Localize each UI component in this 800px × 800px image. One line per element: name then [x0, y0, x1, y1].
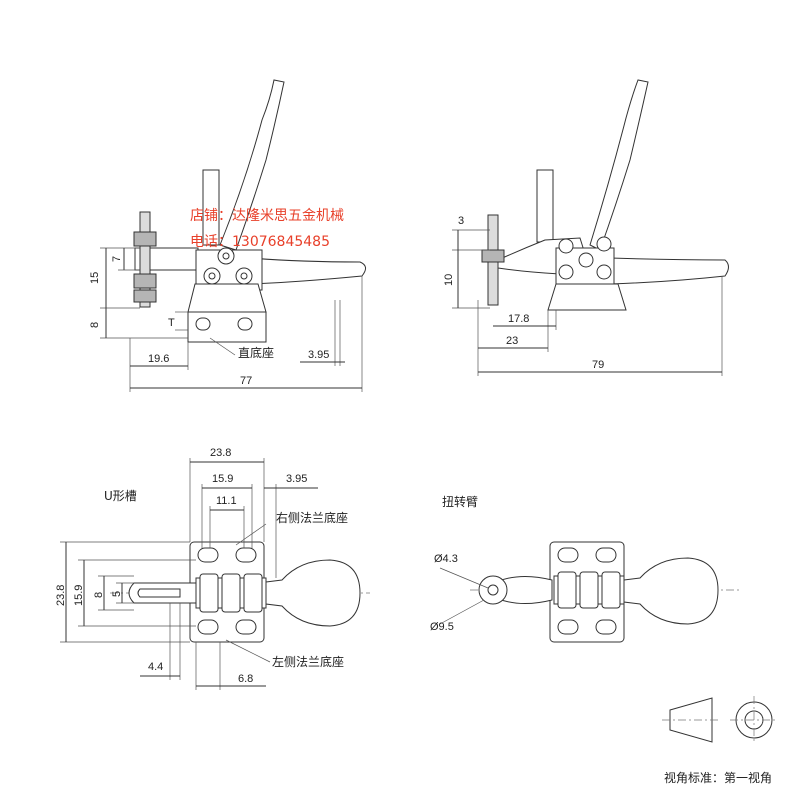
dim-6-8: 6.8 [238, 673, 253, 685]
dim-11-1: 11.1 [216, 495, 237, 507]
dim-10: 10 [443, 274, 455, 286]
twist-arm [495, 576, 553, 604]
dim-23-8-top: 23.8 [210, 447, 231, 459]
side-view-open: 3 10 17.8 23 79 [443, 79, 729, 376]
flange-hole-2 [235, 547, 257, 563]
dim-3: 3 [458, 215, 464, 227]
pivot-3-pin [240, 272, 248, 280]
dim-23: 23 [506, 335, 518, 347]
base-hole-1 [195, 317, 211, 331]
pivot-block-2 [221, 573, 241, 613]
dim-3-95: 3.95 [308, 349, 329, 361]
twist-hole-3 [557, 619, 579, 635]
label-straight-base: 直底座 [238, 345, 274, 360]
open-pivot-4 [596, 236, 612, 252]
base-hole-2 [237, 317, 253, 331]
flange-hole-4 [235, 619, 257, 635]
dim-8: 8 [89, 322, 101, 328]
dim-15-9-top: 15.9 [212, 473, 233, 485]
dim-77: 77 [240, 375, 252, 387]
dim-79: 79 [592, 359, 604, 371]
spindle-bolt [139, 211, 151, 308]
open-spindle-nut [481, 249, 505, 263]
u-slot [137, 588, 181, 598]
title-u-slot: U形槽 [104, 489, 137, 503]
twist-hole-1 [557, 547, 579, 563]
base-block [187, 283, 267, 313]
u-arm [128, 582, 197, 604]
side-view-closed: 7 15 8 T 19.6 3.95 77 直底座 [89, 79, 366, 392]
open-base-block [547, 283, 627, 311]
dim-7: 7 [111, 256, 123, 262]
dim-15: 15 [89, 272, 101, 284]
dim-19-6: 19.6 [148, 353, 169, 365]
dim-17-8: 17.8 [508, 313, 529, 325]
spindle-nut-bottom [133, 273, 157, 289]
twist-hole-2 [595, 547, 617, 563]
pivot-2-pin [222, 252, 230, 260]
open-handle-grip [609, 257, 729, 285]
open-pivot-1 [558, 238, 574, 254]
label-right-flange: 右侧法兰底座 [276, 510, 348, 525]
twist-pivot-2 [579, 571, 599, 609]
watermark: 店铺：达隆米思五金机械 电话：13076845485 [190, 208, 344, 250]
dim-d9-5: Ø9.5 [430, 621, 454, 633]
title-twist-arm: 扭转臂 [442, 494, 478, 509]
open-pivot-3 [578, 252, 594, 268]
twist-handle-grip [623, 557, 719, 625]
twist-eye-hole [487, 584, 499, 596]
dim-d4-3: Ø4.3 [434, 553, 458, 565]
pivot-1-pin [208, 272, 216, 280]
top-handle-grip [265, 559, 361, 627]
dim-T: T [168, 317, 175, 329]
handle-grip [249, 257, 366, 285]
clamp-bar [202, 169, 220, 246]
open-pivot-5 [596, 264, 612, 280]
projection-label: 视角标准：第一视角 [664, 770, 772, 785]
open-pivot-2 [558, 264, 574, 280]
label-left-flange: 左侧法兰底座 [272, 654, 344, 669]
dim-3-95-top: 3.95 [286, 473, 307, 485]
dim-4-4: 4.4 [148, 661, 163, 673]
twist-pivot-1 [557, 571, 577, 609]
handle-lever [219, 79, 285, 251]
dim-8-slot: 8 [93, 592, 105, 598]
pivot-block-3 [243, 573, 263, 613]
spindle-pad [133, 289, 157, 303]
twist-pivot-3 [601, 571, 621, 609]
open-handle-lever [589, 79, 649, 251]
projection-symbol: 视角标准：第一视角 [662, 696, 778, 785]
pivot-block-1 [199, 573, 219, 613]
top-view-u-slot: U形槽 23.8 15.9 11.1 3.95 右侧法兰底座 [55, 447, 370, 690]
twist-hole-4 [595, 619, 617, 635]
flange-hole-3 [197, 619, 219, 635]
watermark-phone: 电话：13076845485 [190, 234, 330, 250]
flange-hole-1 [197, 547, 219, 563]
dim-23-8-left: 23.8 [55, 585, 67, 606]
spindle-nut-top [133, 231, 157, 247]
dim-15-9-left: 15.9 [73, 585, 85, 606]
open-clamp-bar [536, 169, 554, 243]
watermark-shop: 店铺：达隆米思五金机械 [190, 208, 344, 224]
dim-5-slot: 5 [111, 591, 123, 597]
twist-arm-view: 扭转臂 Ø4.3 Ø9.5 [430, 494, 740, 643]
